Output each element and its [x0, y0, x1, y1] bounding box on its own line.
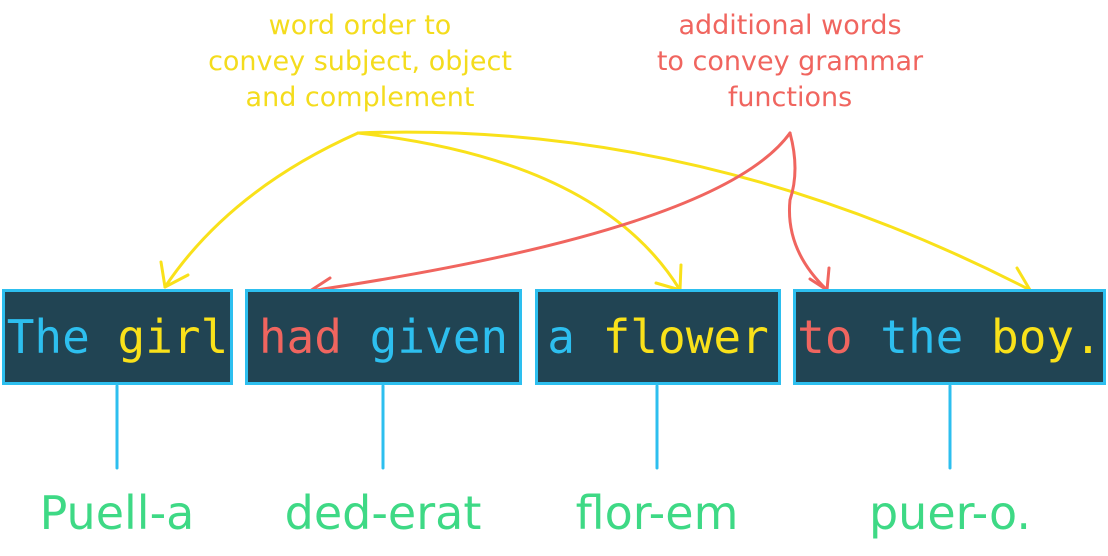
phrase-box-4: to the boy.	[793, 289, 1106, 385]
arrow-to-had-given	[308, 131, 792, 293]
word-order-line-3: and complement	[245, 82, 475, 113]
phrase-box-3: a flower	[535, 289, 781, 385]
word-flower: flower	[602, 310, 769, 364]
arrow-to-a-flower	[356, 131, 682, 292]
arrowhead-the-girl	[159, 260, 190, 289]
additional-words-line-2: to convey grammar	[656, 46, 924, 77]
word-had: had	[258, 310, 342, 364]
word-the: The	[6, 310, 90, 364]
arrow-to-the-boy	[356, 130, 1032, 292]
arrow-to-to-the-boy	[787, 131, 829, 292]
word-order-line-1: word order to	[268, 10, 452, 41]
latin-word-4: puer-o.	[868, 486, 1032, 540]
additional-words-line-3: functions	[727, 82, 853, 113]
word-order-annotation: word order to convey subject, object and…	[190, 8, 530, 116]
word-girl: girl	[117, 310, 229, 364]
word-a: a	[547, 310, 575, 364]
phrase-box-2: had given	[245, 289, 522, 385]
additional-words-annotation: additional words to convey grammar funct…	[640, 8, 940, 116]
word-boy: boy.	[991, 310, 1102, 364]
latin-word-2: ded-erat	[284, 486, 482, 540]
word-order-line-2: convey subject, object	[208, 46, 512, 77]
phrase-box-1: The girl	[2, 289, 233, 385]
additional-words-line-1: additional words	[678, 10, 902, 41]
latin-word-1: Puell-a	[39, 486, 195, 540]
word-given: given	[369, 310, 509, 364]
word-the-2: the	[880, 310, 964, 364]
latin-word-3: flor-em	[575, 486, 739, 540]
word-to: to	[797, 310, 853, 364]
arrow-to-the-girl	[163, 131, 360, 289]
arrowhead-to-the-boy	[808, 266, 831, 292]
